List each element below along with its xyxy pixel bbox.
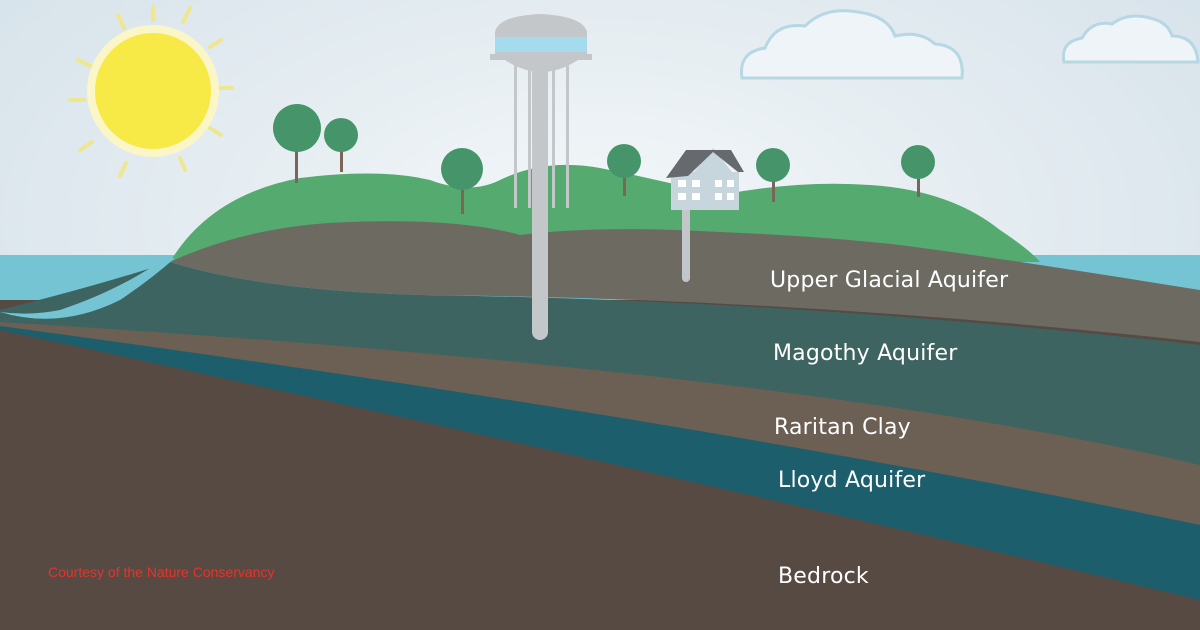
bedrock-label: Bedrock: [778, 564, 869, 589]
cloud-icon: [1061, 14, 1200, 64]
lloyd-aquifer-label: Lloyd Aquifer: [778, 468, 926, 493]
lloyd-aquifer-layer: [0, 318, 1200, 600]
shoreline: [0, 258, 175, 319]
tree-icon: [607, 144, 641, 196]
magothy-aquifer-layer: [0, 262, 1200, 465]
tree-icon: [273, 104, 321, 183]
image-credit: Courtesy of the Nature Conservancy: [48, 564, 275, 580]
well-pipe-icon: [682, 205, 690, 282]
tree-icon: [441, 148, 483, 214]
magothy-aquifer-label: Magothy Aquifer: [773, 341, 958, 366]
raritan-clay-layer: [0, 312, 1200, 525]
upper-glacial-aquifer-label: Upper Glacial Aquifer: [770, 268, 1009, 293]
house-icon: [666, 148, 744, 282]
tree-icon: [756, 148, 790, 202]
cloud-icon: [739, 9, 964, 80]
tree-icon: [901, 145, 935, 197]
sun-icon: [68, 5, 234, 178]
tree-icon: [324, 118, 358, 172]
raritan-clay-label: Raritan Clay: [774, 415, 911, 440]
water-tower-icon: [490, 14, 592, 340]
